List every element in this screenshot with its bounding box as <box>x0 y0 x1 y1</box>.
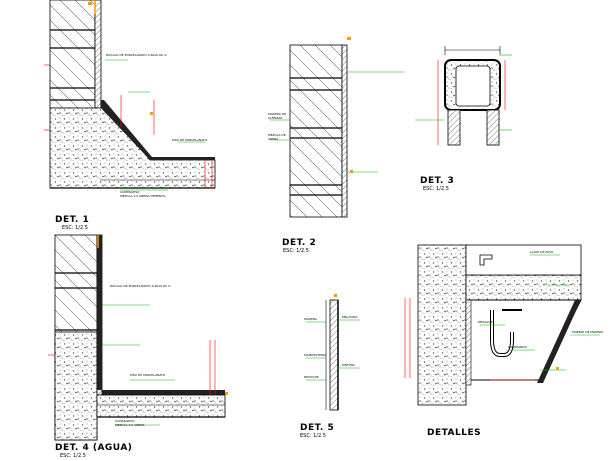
det4-title: DET. 4 (AGUA) <box>55 443 133 453</box>
det4-note-zocalo: ZOCALO DE PORCELANATO 0.60x0.60 m <box>110 284 171 288</box>
det1-title: DET. 1 <box>55 215 90 225</box>
det5-note-mamposteria: MAMPOSTERIA <box>304 353 327 357</box>
det5-note-revoque: REVOQUE <box>304 375 319 379</box>
det2-note-alfeizar: ALFEIZAR <box>268 116 283 120</box>
detalles-title: DETALLES <box>427 428 482 438</box>
det5-note-enlucido: ENLUCIDO <box>342 315 358 319</box>
detalles-drawing <box>404 244 600 406</box>
det5-scale: ESC: 1/2.5 <box>300 433 326 439</box>
det3-title: DET. 3 <box>420 176 455 186</box>
detail-3-drawing <box>415 46 512 146</box>
det1-note-zocalo: ZOCALO DE PORCELANATO 0.60x0.60 m <box>106 53 167 57</box>
det4-note-piso: PISO DE PORCELANATO <box>130 373 166 377</box>
det5-title: DET. 5 <box>300 423 335 433</box>
det1-scale: ESC: 1/2.5 <box>62 225 88 231</box>
det1-note-contrapiso: CONTRAPISO <box>120 190 140 194</box>
det1-note-mezcla: MEZCLA 1:5 ARENA CEMENTO <box>120 194 166 198</box>
det2-scale: ESC: 1/2.5 <box>283 248 309 254</box>
detail-5-drawing <box>306 294 360 411</box>
det2-title: DET. 2 <box>282 238 317 248</box>
det4-note-contrapiso: CONTRAPISO <box>115 419 135 423</box>
det4-scale: ESC: 1/2.5 <box>60 453 86 459</box>
det5-note-madera: MADERA <box>304 317 317 321</box>
det2-note-arena: ARENA <box>268 137 279 141</box>
detalles-note-desague: DESAGUE <box>478 320 493 324</box>
detail-2-drawing <box>270 37 405 218</box>
det2-note-madera: MADERA DE <box>268 112 287 116</box>
det4-note-mezcla: MEZCLA 1:5 ARENA <box>115 423 145 427</box>
det2-note-mezcla: MEZCLA DE <box>268 133 286 137</box>
detalles-note-mueble: MUEBLE DE MADERA <box>572 330 604 334</box>
detail-1-drawing <box>44 0 216 191</box>
det1-note-piso: PISO DE PORCELANATO <box>172 138 208 142</box>
detalles-note-llave: LLAVE DE PASO <box>530 250 554 254</box>
detalles-note-lavamanos: LAVAMANOS <box>508 345 527 349</box>
det5-note-pintura: PINTURA <box>342 363 355 367</box>
det3-scale: ESC: 1/2.5 <box>423 186 449 192</box>
detail-4-drawing <box>48 234 228 441</box>
